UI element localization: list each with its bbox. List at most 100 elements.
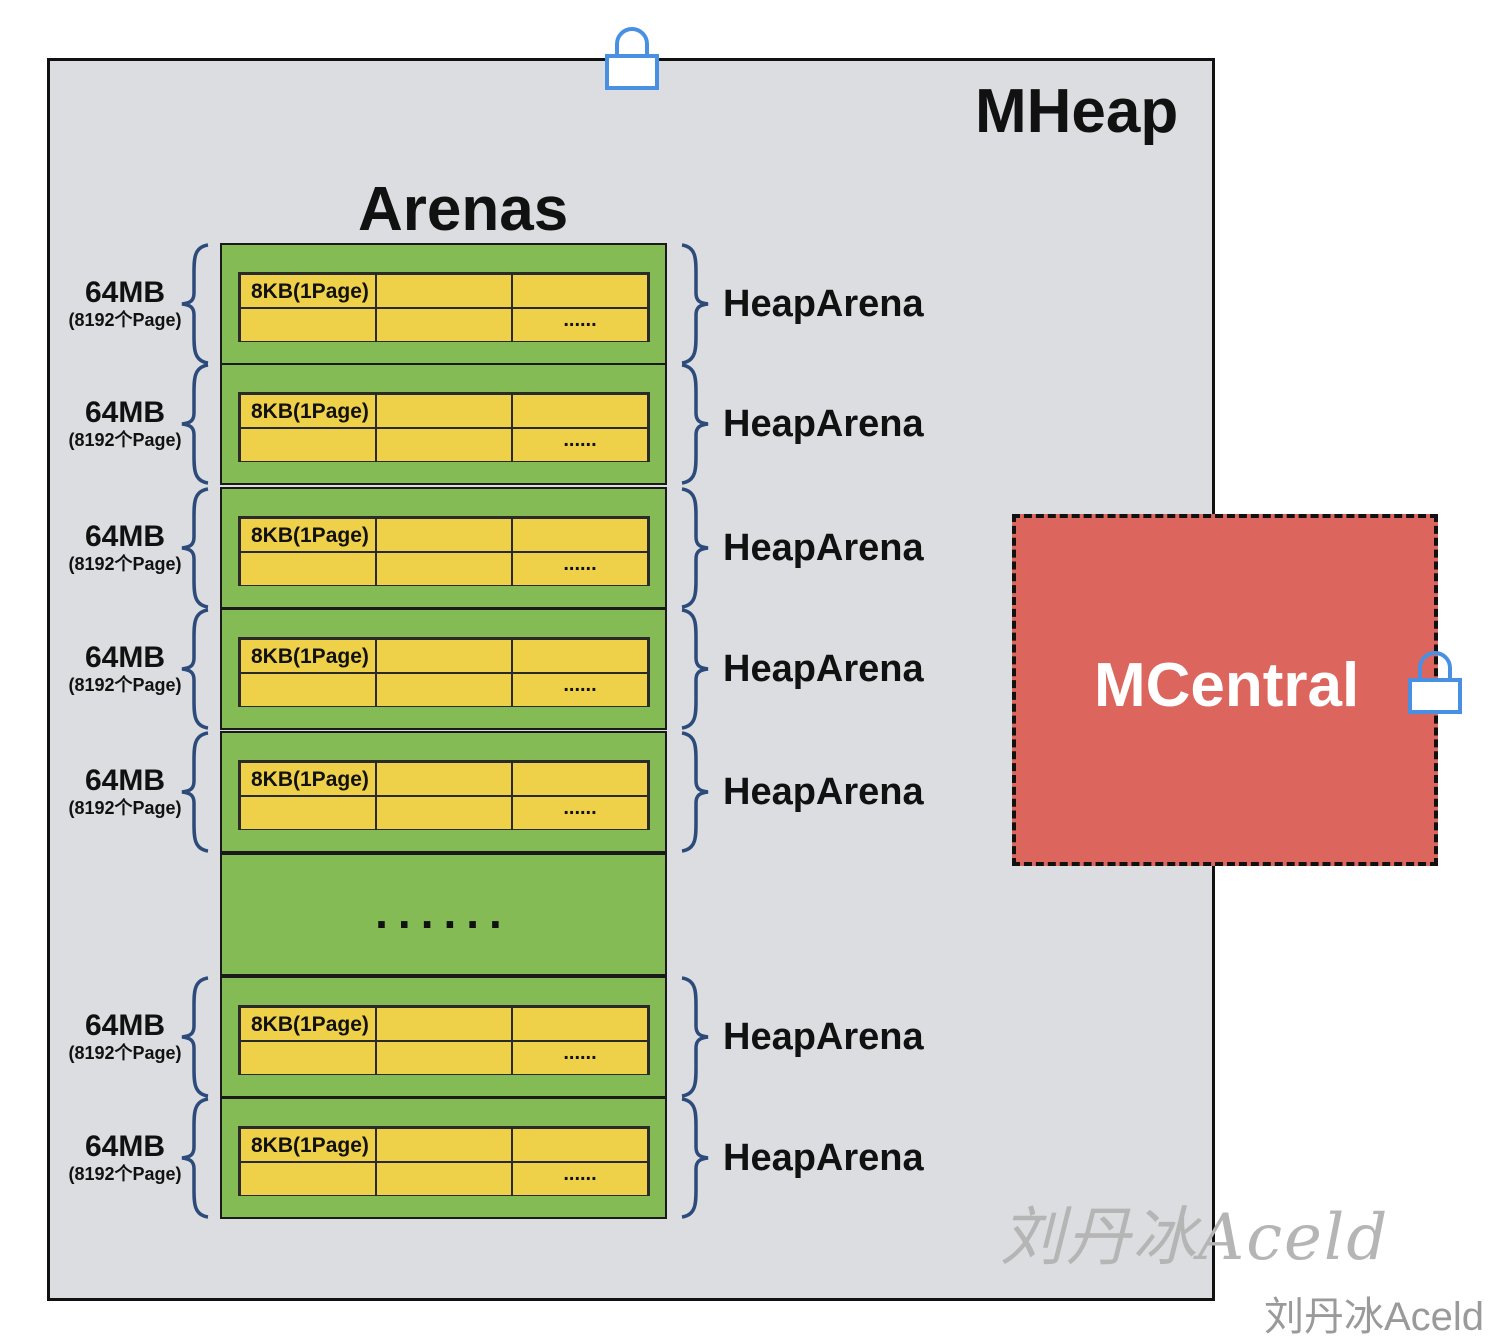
page-ellipsis: ...... <box>563 797 597 819</box>
heap-arena-block: 8KB(1Page)...... <box>220 243 667 365</box>
arena-size-label: 64MB(8192个Page) <box>40 642 210 696</box>
page-cell: ...... <box>512 673 648 707</box>
page-cell: 8KB(1Page) <box>240 1007 376 1041</box>
heap-arena-label: HeapArena <box>723 403 924 445</box>
mheap-lock-icon <box>605 24 659 90</box>
arena-page-count: (8192个Page) <box>68 1043 182 1063</box>
arena-page-count: (8192个Page) <box>68 798 182 818</box>
heap-arena-label: HeapArena <box>723 283 924 325</box>
mcentral-box: MCentral <box>1012 514 1438 866</box>
heap-arena-block: 8KB(1Page)...... <box>220 731 667 853</box>
page-cell <box>376 639 512 673</box>
page-cell: ...... <box>512 1041 648 1075</box>
arena-size-label: 64MB(8192个Page) <box>40 765 210 819</box>
page-cell: 8KB(1Page) <box>240 1128 376 1162</box>
page-cell <box>512 394 648 428</box>
arenas-title: Arenas <box>358 175 569 244</box>
page-cell: 8KB(1Page) <box>240 518 376 552</box>
watermark-corner: 刘丹冰Aceld <box>1264 1295 1485 1339</box>
page-grid: 8KB(1Page)...... <box>238 1005 650 1075</box>
left-brace-icon <box>178 487 214 614</box>
page-size-label: 8KB(1Page) <box>251 768 369 791</box>
heap-arena-block: 8KB(1Page)...... <box>220 487 667 609</box>
page-cell: 8KB(1Page) <box>240 639 376 673</box>
page-size-label: 8KB(1Page) <box>251 645 369 668</box>
left-brace-icon <box>178 363 214 490</box>
arena-page-count: (8192个Page) <box>68 554 182 574</box>
left-brace-icon <box>178 731 214 858</box>
page-size-label: 8KB(1Page) <box>251 524 369 547</box>
heap-arena-block: 8KB(1Page)...... <box>220 608 667 730</box>
arena-size-label: 64MB(8192个Page) <box>40 1010 210 1064</box>
arena-size: 64MB <box>84 1009 166 1042</box>
page-cell <box>240 796 376 830</box>
arena-size: 64MB <box>84 520 166 553</box>
page-cell <box>376 1162 512 1196</box>
page-cell <box>376 1041 512 1075</box>
page-cell <box>240 308 376 342</box>
page-cell <box>376 796 512 830</box>
arena-size-label: 64MB(8192个Page) <box>40 397 210 451</box>
right-brace-icon <box>676 731 712 858</box>
watermark: 刘丹冰Aceld <box>1000 1201 1390 1275</box>
page-cell <box>512 274 648 308</box>
page-ellipsis: ...... <box>563 1042 597 1064</box>
page-cell <box>240 1041 376 1075</box>
page-size-label: 8KB(1Page) <box>251 1134 369 1157</box>
page-ellipsis: ...... <box>563 1163 597 1185</box>
page-cell: ...... <box>512 1162 648 1196</box>
page-cell <box>376 673 512 707</box>
arena-size: 64MB <box>84 396 166 429</box>
page-grid: 8KB(1Page)...... <box>238 760 650 830</box>
page-grid: 8KB(1Page)...... <box>238 516 650 586</box>
left-brace-icon <box>178 976 214 1103</box>
page-cell <box>240 673 376 707</box>
arena-page-count: (8192个Page) <box>68 675 182 695</box>
page-grid: 8KB(1Page)...... <box>238 272 650 342</box>
page-size-label: 8KB(1Page) <box>251 400 369 423</box>
mcentral-title: MCentral <box>1094 651 1360 720</box>
arena-ellipsis: ...... <box>375 886 512 938</box>
page-grid: 8KB(1Page)...... <box>238 392 650 462</box>
page-ellipsis: ...... <box>563 553 597 575</box>
heap-arena-block: 8KB(1Page)...... <box>220 363 667 485</box>
heap-arena-label: HeapArena <box>723 527 924 569</box>
arena-size: 64MB <box>84 1130 166 1163</box>
heap-arena-label: HeapArena <box>723 648 924 690</box>
page-cell: ...... <box>512 308 648 342</box>
page-cell <box>240 428 376 462</box>
page-cell <box>376 394 512 428</box>
page-grid: 8KB(1Page)...... <box>238 637 650 707</box>
page-grid: 8KB(1Page)...... <box>238 1126 650 1196</box>
left-brace-icon <box>178 608 214 735</box>
right-brace-icon <box>676 487 712 614</box>
page-cell: ...... <box>512 552 648 586</box>
page-cell: 8KB(1Page) <box>240 394 376 428</box>
page-cell <box>376 1128 512 1162</box>
page-cell <box>376 308 512 342</box>
arena-ellipsis-row: ...... <box>220 853 667 976</box>
left-brace-icon <box>178 1097 214 1224</box>
arena-size: 64MB <box>84 276 166 309</box>
page-cell <box>512 762 648 796</box>
heap-arena-label: HeapArena <box>723 771 924 813</box>
heap-arena-block: 8KB(1Page)...... <box>220 1097 667 1219</box>
page-cell: 8KB(1Page) <box>240 762 376 796</box>
page-cell: ...... <box>512 428 648 462</box>
page-ellipsis: ...... <box>563 429 597 451</box>
heap-arena-label: HeapArena <box>723 1016 924 1058</box>
page-cell: 8KB(1Page) <box>240 274 376 308</box>
arena-page-count: (8192个Page) <box>68 430 182 450</box>
page-ellipsis: ...... <box>563 674 597 696</box>
page-cell <box>376 518 512 552</box>
page-cell <box>376 762 512 796</box>
heap-arena-block: 8KB(1Page)...... <box>220 976 667 1098</box>
arena-size-label: 64MB(8192个Page) <box>40 277 210 331</box>
heap-arena-label: HeapArena <box>723 1137 924 1179</box>
page-cell <box>240 1162 376 1196</box>
right-brace-icon <box>676 976 712 1103</box>
arena-size-label: 64MB(8192个Page) <box>40 1131 210 1185</box>
page-cell <box>376 274 512 308</box>
mheap-title: MHeap <box>975 77 1179 146</box>
page-cell: ...... <box>512 796 648 830</box>
